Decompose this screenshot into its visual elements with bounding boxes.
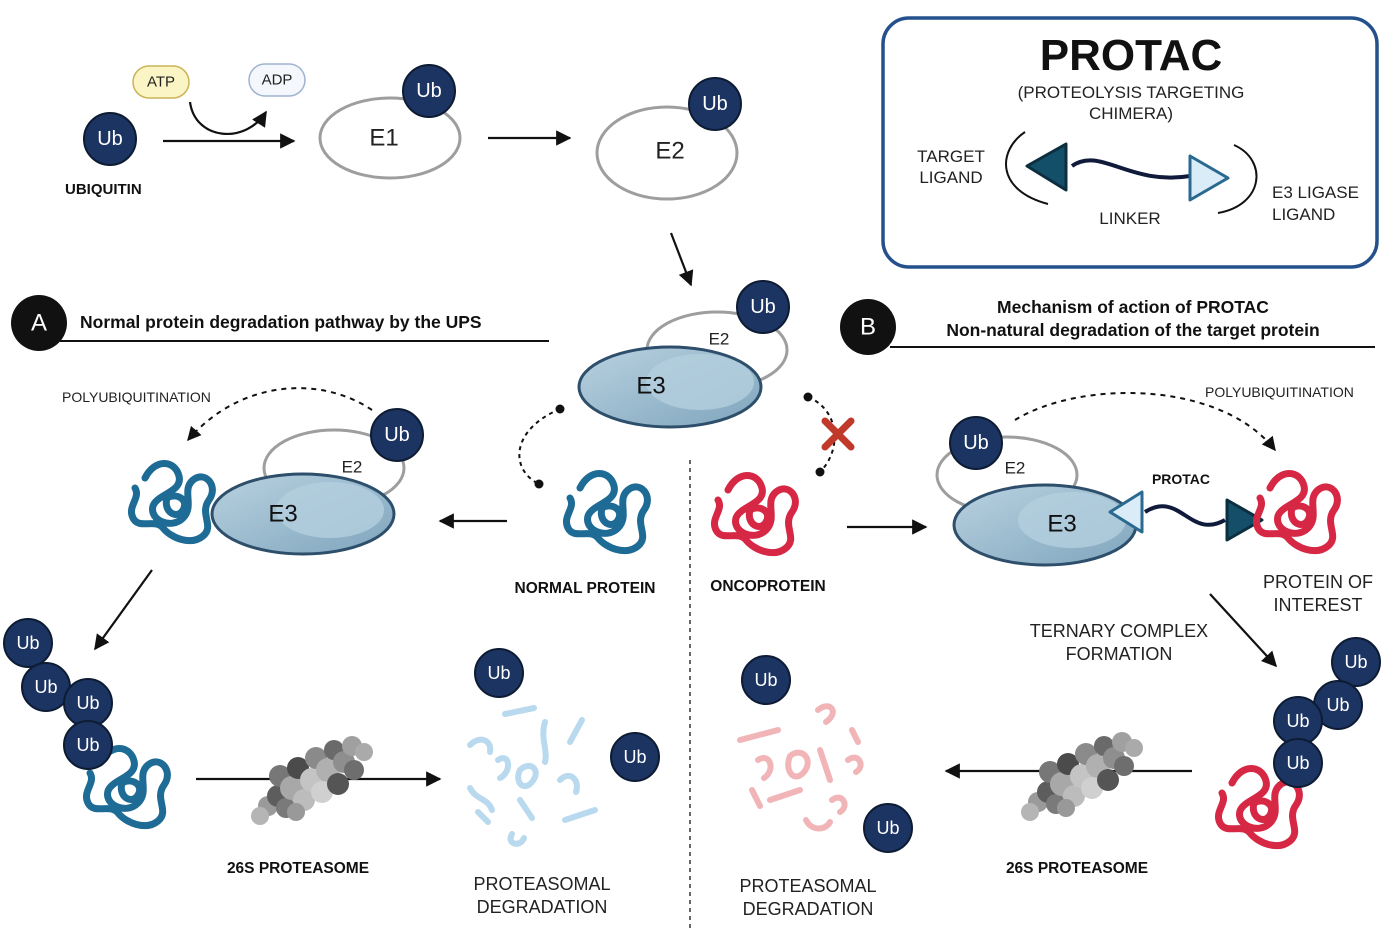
ub-label: Ub xyxy=(487,663,510,683)
ternary-label-line1: TERNARY COMPLEX xyxy=(1030,621,1208,641)
ub-label: Ub xyxy=(623,747,646,767)
ub-label: Ub xyxy=(16,633,39,653)
ub-label: Ub xyxy=(97,128,123,150)
protac-title: PROTAC xyxy=(1040,31,1223,80)
panel-a-ub-chain: Ub Ub Ub Ub xyxy=(3,618,113,770)
target-ligand-bracket xyxy=(1005,131,1049,205)
panel-a-fragments xyxy=(467,705,598,847)
e3-ligase-ligand-label-line1: E3 LIGASE xyxy=(1272,183,1359,202)
e3-ligase-ligand-label-line2: LIGAND xyxy=(1272,205,1335,224)
poi-label-line2: INTEREST xyxy=(1273,595,1362,615)
protac-subtitle-line2: CHIMERA) xyxy=(1089,104,1173,123)
panel-b-badge: B xyxy=(860,314,876,341)
e2-to-e3-arrow xyxy=(669,232,694,287)
ub-label: Ub xyxy=(750,296,776,318)
panel-b-polyub-arrow xyxy=(1014,392,1276,452)
panel-b-ub-chain: Ub Ub Ub Ub xyxy=(1273,637,1381,788)
panel-b-degradation-line1: PROTEASOMAL xyxy=(739,876,876,896)
linker-label: LINKER xyxy=(1099,209,1160,228)
ub-label: Ub xyxy=(384,424,410,446)
panel-a-badge: A xyxy=(31,310,47,337)
panel-b-degradation-line2: DEGRADATION xyxy=(743,899,874,919)
oncoprotein-icon xyxy=(714,476,795,553)
panel-b-fragments xyxy=(737,703,864,832)
e2-label: E2 xyxy=(655,138,684,165)
panel-b: B Mechanism of action of PROTAC Non-natu… xyxy=(710,297,1381,919)
panel-b-proteasome-label: 26S PROTEASOME xyxy=(1006,860,1148,877)
red-x-mark xyxy=(821,417,855,451)
panel-b-e3-label: E3 xyxy=(1047,511,1076,538)
ub-label: Ub xyxy=(963,432,989,454)
ub-label: Ub xyxy=(1286,711,1309,731)
center-e2-label: E2 xyxy=(709,330,730,349)
e3-ligand-bracket xyxy=(1217,144,1258,214)
panel-a: A Normal protein degradation pathway by … xyxy=(3,295,660,917)
target-ligand-triangle xyxy=(1025,142,1068,192)
ub-label: Ub xyxy=(1344,652,1367,672)
panel-a-e3-label: E3 xyxy=(268,501,297,528)
panel-a-proteasome-label: 26S PROTEASOME xyxy=(227,860,369,877)
normal-protein-label: NORMAL PROTEIN xyxy=(515,580,656,597)
ub-label: Ub xyxy=(876,818,899,838)
ub-label: Ub xyxy=(754,670,777,690)
panel-b-title-line1: Mechanism of action of PROTAC xyxy=(997,297,1269,317)
ub-label: Ub xyxy=(702,93,728,115)
panel-b-down-arrow xyxy=(1209,593,1278,668)
center-e3-complex: E2 E3 Ub xyxy=(577,280,790,429)
atp-curve-arrow xyxy=(188,101,267,135)
panel-a-polyub-arrow xyxy=(187,387,373,442)
poi-label-line1: PROTEIN OF xyxy=(1263,572,1373,592)
e1-enzyme: E1 Ub xyxy=(318,64,462,180)
protac-e3-ligand xyxy=(1108,490,1144,534)
oncoprotein-label: ONCOPROTEIN xyxy=(710,578,825,595)
panel-a-degradation-line2: DEGRADATION xyxy=(477,897,608,917)
e2-enzyme: E2 Ub xyxy=(595,77,742,201)
linker-line xyxy=(1070,158,1191,180)
adp-label: ADP xyxy=(262,72,293,89)
e3-to-normal-connector xyxy=(518,408,561,485)
ub-label: Ub xyxy=(416,80,442,102)
atp-badge: ATP xyxy=(132,65,190,99)
ub-label: Ub xyxy=(1326,695,1349,715)
panel-b-polyubiquitination-label: POLYUBIQUITINATION xyxy=(1205,384,1354,400)
panel-a-title: Normal protein degradation pathway by th… xyxy=(80,312,482,332)
top-pathway: Ub UBIQUITIN ATP ADP E1 Ub E2 Ub xyxy=(65,63,742,287)
panel-a-down-arrow xyxy=(94,569,153,651)
ternary-label-line2: FORMATION xyxy=(1066,644,1173,664)
ub-label: Ub xyxy=(76,693,99,713)
protac-inline-label: PROTAC xyxy=(1152,471,1210,487)
panel-b-e2-label: E2 xyxy=(1005,459,1026,478)
panel-a-e2-label: E2 xyxy=(342,458,363,477)
center-e3-label: E3 xyxy=(636,373,665,400)
target-ligand-label-line1: TARGET xyxy=(917,147,985,166)
protac-info-box: PROTAC (PROTEOLYSIS TARGETING CHIMERA) T… xyxy=(881,16,1379,269)
protac-subtitle-line1: (PROTEOLYSIS TARGETING xyxy=(1018,83,1245,102)
protac-linker xyxy=(1143,504,1226,527)
ub-label: Ub xyxy=(1286,753,1309,773)
ub-label: Ub xyxy=(76,735,99,755)
protein-of-interest-icon xyxy=(1256,474,1337,551)
target-ligand-label-line2: LIGAND xyxy=(919,168,982,187)
normal-protein-icon xyxy=(566,474,647,551)
e1-label: E1 xyxy=(369,125,398,152)
ub-label: Ub xyxy=(34,677,57,697)
panel-a-degradation-line1: PROTEASOMAL xyxy=(473,874,610,894)
panel-a-proteasome-icon xyxy=(251,736,373,825)
panel-b-title-line2: Non-natural degradation of the target pr… xyxy=(946,320,1319,340)
ubiquitin-icon: Ub xyxy=(83,112,137,166)
protac-target-ligand xyxy=(1225,498,1264,542)
e3-ligand-triangle xyxy=(1188,154,1230,202)
panel-a-bound-protein xyxy=(131,464,212,541)
ubiquitin-label: UBIQUITIN xyxy=(65,181,142,198)
panel-a-polyubiquitination-label: POLYUBIQUITINATION xyxy=(62,389,211,405)
atp-label: ATP xyxy=(147,74,175,91)
adp-badge: ADP xyxy=(248,63,306,97)
e3-to-onco-connector xyxy=(807,396,836,473)
panel-b-proteasome-icon xyxy=(1021,732,1143,821)
